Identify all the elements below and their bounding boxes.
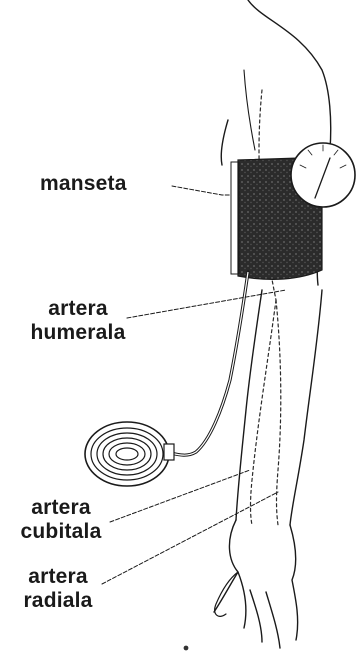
ulnar-artery [251,300,277,525]
arm-outer-contour [221,120,228,165]
forearm-right-edge [290,290,322,525]
label-radial-artery: artera radiala [12,565,104,613]
shoulder-outline [248,0,331,150]
label-ulnar-line1: artera [12,496,110,520]
label-brachial-line1: artera [30,297,126,321]
cuff-tube-outer [166,272,248,455]
label-cuff-text: manseta [40,172,127,196]
label-cuff: manseta [40,172,127,196]
label-brachial-artery: artera humerala [30,297,126,345]
page-mark [184,646,189,651]
leader-radial [102,492,278,584]
label-radial-line1: artera [12,565,104,589]
label-ulnar-line2: cubitala [12,520,110,544]
torso-edge [244,70,255,150]
radial-artery [276,300,281,525]
label-radial-line2: radiala [12,589,104,613]
inflation-bulb [85,422,174,486]
label-ulnar-artery: artera cubitala [12,496,110,544]
label-brachial-line2: humerala [30,321,126,345]
leader-brachial [127,290,286,318]
cuff-tube-inner [166,272,248,455]
leader-cuff [172,186,231,195]
